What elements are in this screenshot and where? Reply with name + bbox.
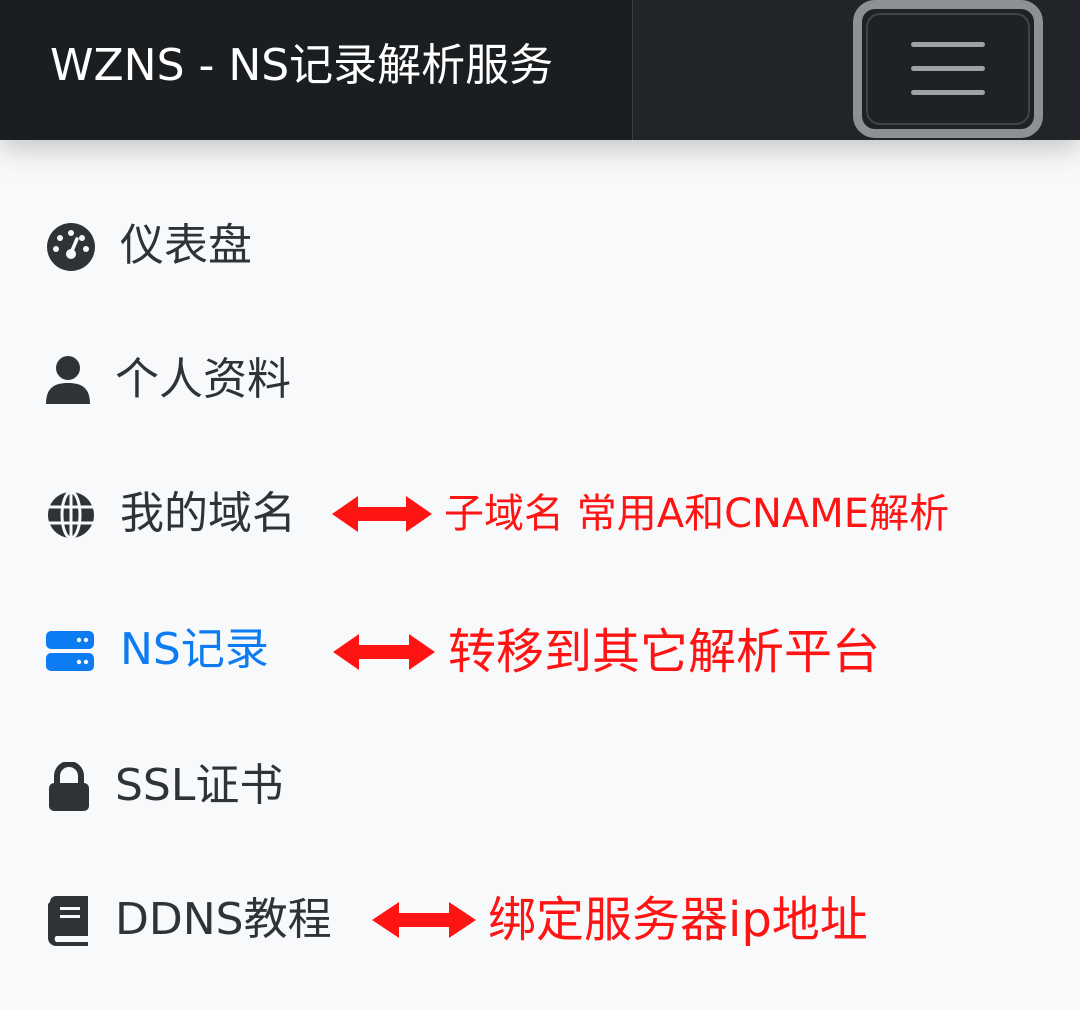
nav-item-ddns[interactable]: DDNS教程 绑定服务器ip地址: [0, 870, 1080, 970]
book-icon: [48, 896, 88, 946]
toggle-focus-ring: [866, 13, 1030, 125]
annotation-domains: 子域名 常用A和CNAME解析: [444, 491, 950, 537]
nav-label-dashboard: 仪表盘: [120, 220, 252, 271]
globe-icon: [48, 490, 94, 540]
nav-item-ns-records[interactable]: NS记录 转移到其它解析平台: [0, 600, 1080, 700]
annotation-ddns: 绑定服务器ip地址: [488, 892, 868, 948]
user-icon: [46, 356, 90, 404]
nav-item-domains[interactable]: 我的域名 子域名 常用A和CNAME解析: [0, 464, 1080, 564]
nav-item-dashboard[interactable]: 仪表盘: [0, 196, 1080, 296]
brand-title[interactable]: WZNS - NS记录解析服务: [50, 40, 554, 91]
tachometer-icon: [47, 223, 95, 271]
nav-label-profile: 个人资料: [115, 354, 291, 405]
lock-icon: [49, 762, 89, 811]
double-arrow-icon: [372, 902, 476, 938]
navbar: WZNS - NS记录解析服务: [0, 0, 1080, 140]
navbar-toggle-button[interactable]: [853, 0, 1043, 138]
nav-item-ssl[interactable]: SSL证书: [0, 736, 1080, 836]
nav-label-ssl: SSL证书: [115, 760, 284, 811]
brand-area: WZNS - NS记录解析服务: [0, 0, 633, 140]
nav-label-ns-records: NS记录: [120, 624, 269, 675]
nav-label-domains: 我的域名: [120, 488, 296, 539]
server-icon: [46, 631, 94, 671]
hamburger-icon: [911, 42, 985, 95]
annotation-ns: 转移到其它解析平台: [448, 624, 881, 680]
double-arrow-icon: [333, 634, 435, 670]
nav-label-ddns: DDNS教程: [115, 894, 332, 945]
double-arrow-icon: [332, 496, 432, 532]
nav-item-profile[interactable]: 个人资料: [0, 330, 1080, 430]
